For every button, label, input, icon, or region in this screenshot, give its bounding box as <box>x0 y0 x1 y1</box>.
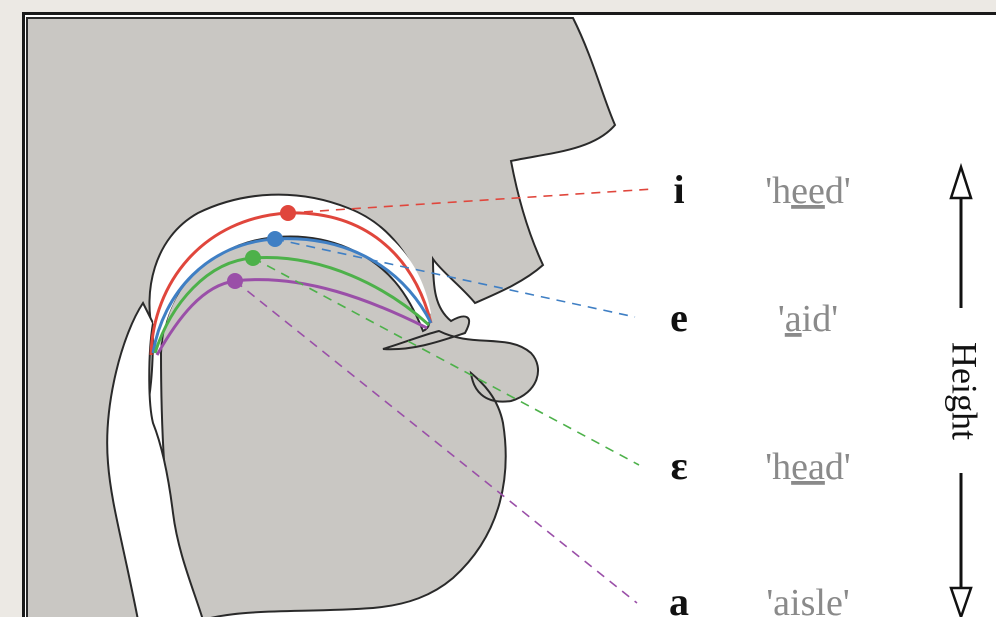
example-word-e: 'aid' <box>778 298 838 340</box>
vowel-symbol-eps: ɛ <box>670 443 687 488</box>
dot-eps <box>245 250 261 266</box>
head-profile <box>27 18 615 617</box>
vowel-symbol-i: i <box>673 167 684 212</box>
vowel-height-diagram: i e ɛ a 'heed' 'aid' 'head' 'aisle' Heig… <box>25 15 996 617</box>
example-word-i: 'heed' <box>765 170 850 212</box>
dot-e <box>267 231 283 247</box>
example-word-a: 'aisle' <box>766 582 849 617</box>
height-axis-label: Height <box>945 342 985 440</box>
height-arrow-up-icon <box>951 167 971 198</box>
example-word-eps: 'head' <box>765 446 850 488</box>
vowel-symbol-e: e <box>670 295 688 340</box>
vowel-symbol-a: a <box>669 579 689 617</box>
diagram-frame: i e ɛ a 'heed' 'aid' 'head' 'aisle' Heig… <box>22 12 996 617</box>
dot-a <box>227 273 243 289</box>
dot-i <box>280 205 296 221</box>
height-arrow-down-icon <box>951 588 971 617</box>
